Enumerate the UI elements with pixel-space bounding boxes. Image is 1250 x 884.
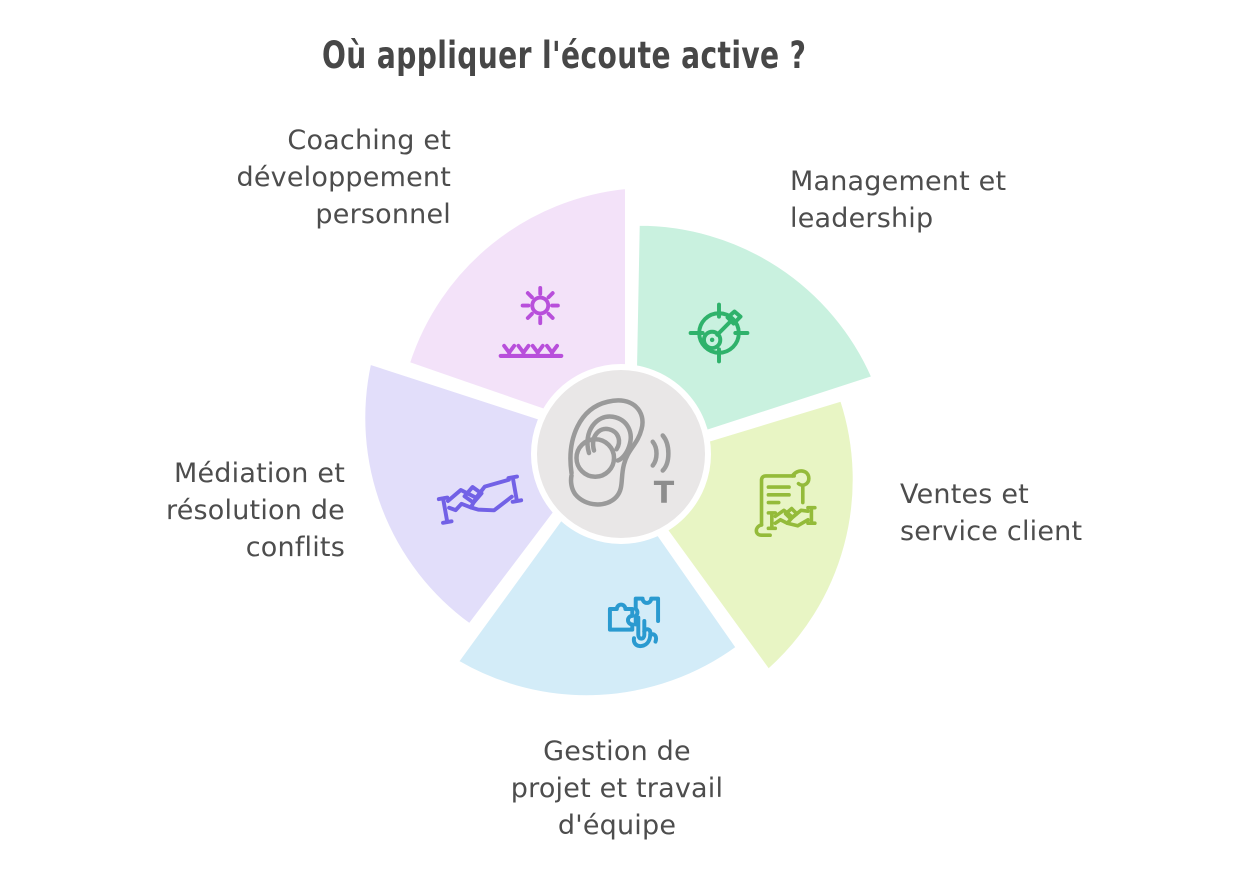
segment-management-shape [634,223,874,450]
target-key-icon [688,302,750,364]
segment-label-ventes: Ventes et service client [900,476,1082,550]
label-line: Coaching et [287,125,451,156]
puzzle-hand-icon [607,596,661,649]
label-line: personnel [315,199,451,230]
segment-label-gestion: Gestion de projet et travail d'équipe [417,733,817,844]
label-line: leadership [790,203,934,234]
label-line: Médiation et [174,458,345,489]
sun-growth-icon [498,285,564,359]
label-line: service client [900,516,1083,547]
label-line: Gestion de [543,736,691,767]
t-coil-label: T [654,476,675,511]
label-line: d'équipe [557,810,677,841]
page-title: Où appliquer l'écoute active ? [322,34,807,77]
segment-mediation-shape [363,362,590,626]
segment-label-mediation: Médiation et résolution de conflits [166,455,345,566]
label-line: projet et travail [510,773,724,804]
segment-coaching-shape [407,186,627,418]
label-line: Management et [790,166,1007,197]
label-line: résolution de [166,495,345,526]
contract-handshake-icon [754,469,817,538]
ear-hearing-loop-icon: T [568,398,675,511]
label-line: conflits [245,532,345,563]
segment-gestion-shape [456,474,738,698]
handshake-icon [436,474,524,525]
center-circle [531,364,711,544]
label-line: développement [236,162,451,193]
segment-label-management: Management et leadership [790,163,1006,237]
segment-label-coaching: Coaching et développement personnel [237,122,451,233]
label-line: Ventes et [900,479,1029,510]
